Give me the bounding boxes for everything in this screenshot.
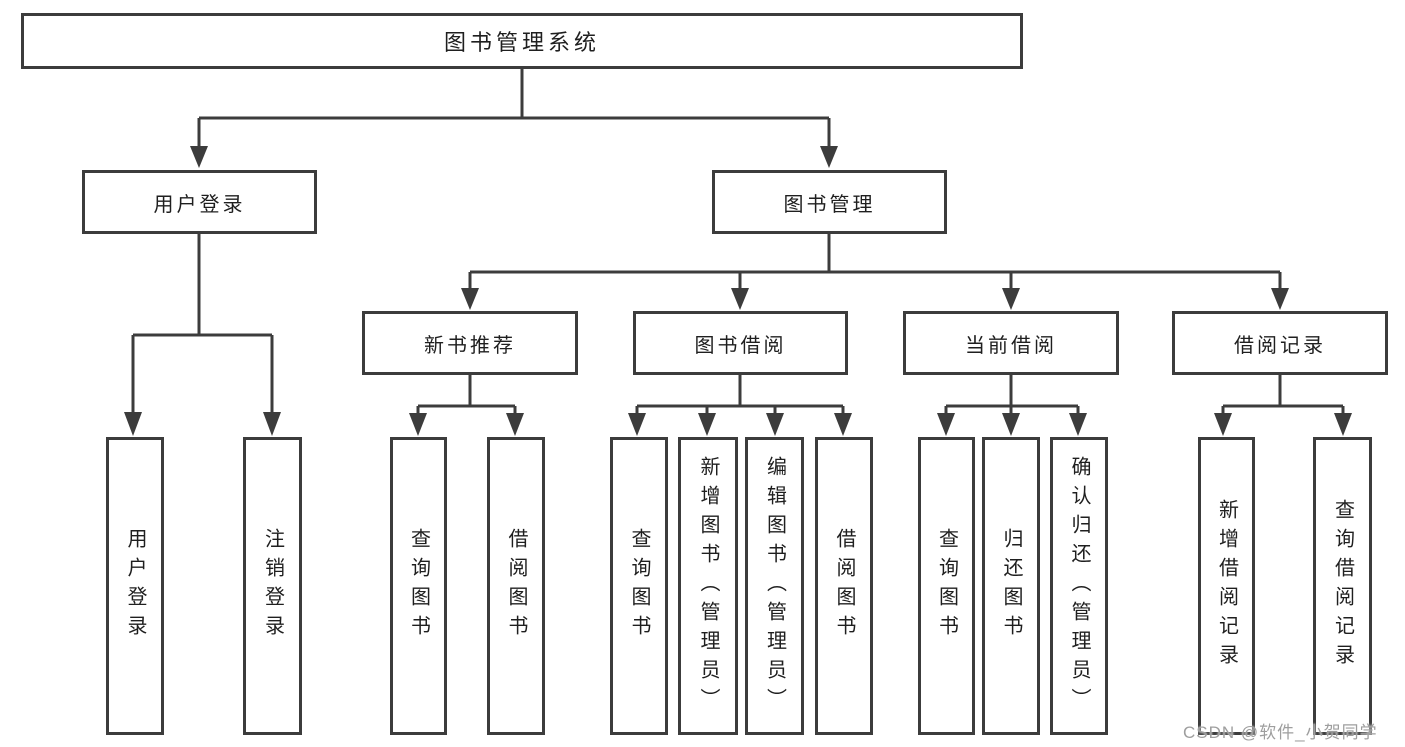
arrow-down-icon [937, 413, 955, 436]
arrow-down-icon [1334, 413, 1352, 436]
csdn-watermark: CSDN @软件_小贺同学 [1183, 723, 1378, 742]
node-root: 图书管理系统 [21, 13, 1023, 69]
node-newrec-query-books: 查询图书 [390, 437, 447, 735]
arrow-down-icon [461, 288, 479, 310]
arrow-down-icon [190, 146, 208, 168]
node-user-login: 用户登录 [106, 437, 164, 735]
node-book-borrow: 图书借阅 [633, 311, 848, 375]
arrow-down-icon [263, 412, 281, 436]
arrow-down-icon [834, 413, 852, 436]
connector-paths [131, 68, 1345, 414]
node-borrow-edit-books-admin: 编辑图书（管理员） [745, 437, 804, 735]
node-current-borrow: 当前借阅 [903, 311, 1119, 375]
node-current-confirm-return-admin: 确认归还（管理员） [1050, 437, 1108, 735]
arrow-down-icon [1069, 413, 1087, 436]
node-records-query-record: 查询借阅记录 [1313, 437, 1372, 735]
node-current-return-books: 归还图书 [982, 437, 1040, 735]
node-borrow-records: 借阅记录 [1172, 311, 1388, 375]
node-borrow-borrow-books: 借阅图书 [815, 437, 873, 735]
arrow-down-icon [766, 413, 784, 436]
node-newrec-borrow-books: 借阅图书 [487, 437, 545, 735]
node-current-query-books: 查询图书 [918, 437, 975, 735]
arrow-down-icon [1002, 288, 1020, 310]
arrowheads [124, 146, 1352, 436]
arrow-down-icon [1002, 413, 1020, 436]
arrow-down-icon [698, 413, 716, 436]
node-borrow-query-books: 查询图书 [610, 437, 668, 735]
node-logout: 注销登录 [243, 437, 302, 735]
arrow-down-icon [124, 412, 142, 436]
arrow-down-icon [731, 288, 749, 310]
arrow-down-icon [409, 413, 427, 436]
arrow-down-icon [506, 413, 524, 436]
node-user-login-group: 用户登录 [82, 170, 317, 234]
arrow-down-icon [628, 413, 646, 436]
node-records-add-record: 新增借阅记录 [1198, 437, 1255, 735]
arrow-down-icon [1214, 413, 1232, 436]
node-borrow-add-books-admin: 新增图书（管理员） [678, 437, 738, 735]
node-new-book-recommend: 新书推荐 [362, 311, 578, 375]
arrow-down-icon [820, 146, 838, 168]
arrow-down-icon [1271, 288, 1289, 310]
node-book-management: 图书管理 [712, 170, 947, 234]
